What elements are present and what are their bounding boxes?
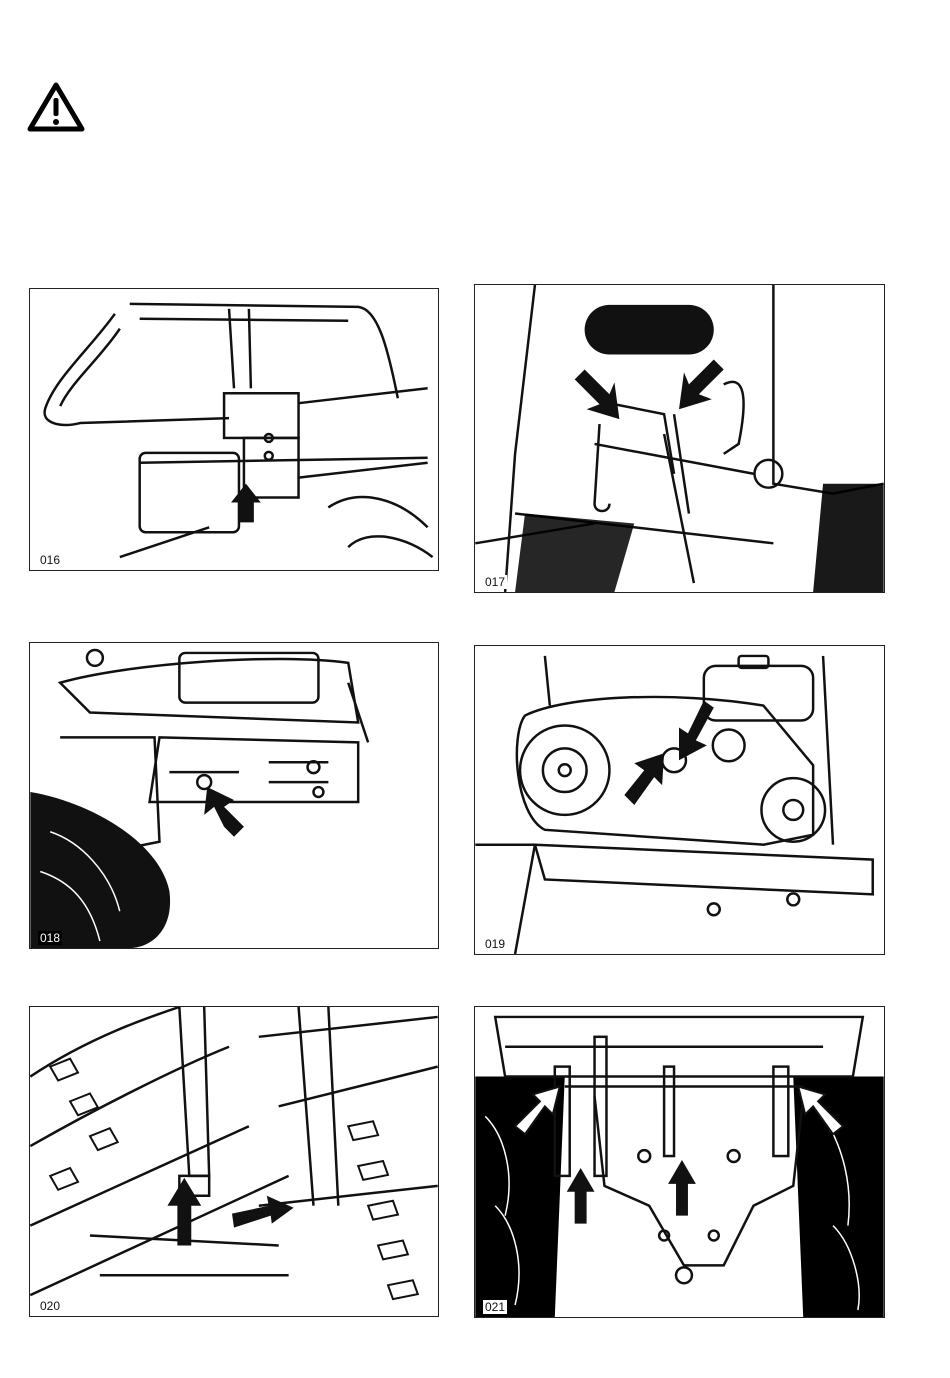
- figure-021: 021: [474, 1006, 885, 1318]
- figure-number: 021: [483, 1300, 507, 1314]
- handlebar-illustration: [30, 289, 438, 570]
- tracks-illustration: [30, 1007, 438, 1316]
- axle-mount-illustration: [475, 1007, 884, 1317]
- engine-plate-illustration: [30, 643, 438, 948]
- figure-017: 017: [474, 284, 885, 593]
- tool-holder-illustration: [475, 285, 884, 592]
- pointer-arrow-icon: [167, 1178, 201, 1246]
- pointer-arrow-icon: [679, 360, 724, 410]
- figure-018: 018: [29, 642, 439, 949]
- pointer-arrow-icon: [575, 369, 620, 419]
- figure-number: 018: [38, 931, 62, 945]
- pointer-arrow-icon: [624, 753, 664, 805]
- figure-016: 016: [29, 288, 439, 571]
- figure-number: 020: [38, 1299, 62, 1313]
- figure-number: 019: [483, 937, 507, 951]
- figure-number: 017: [483, 575, 507, 589]
- pointer-arrow-icon: [679, 701, 714, 761]
- figure-019: 019: [474, 645, 885, 955]
- pointer-arrow-icon: [231, 484, 261, 523]
- pointer-arrow-icon: [668, 1160, 696, 1216]
- warning-triangle-icon: [27, 82, 85, 132]
- pointer-arrow-icon: [232, 1196, 294, 1228]
- figure-020: 020: [29, 1006, 439, 1317]
- figure-number: 016: [38, 553, 62, 567]
- belt-drive-illustration: [475, 646, 884, 954]
- pointer-arrow-icon: [204, 787, 244, 837]
